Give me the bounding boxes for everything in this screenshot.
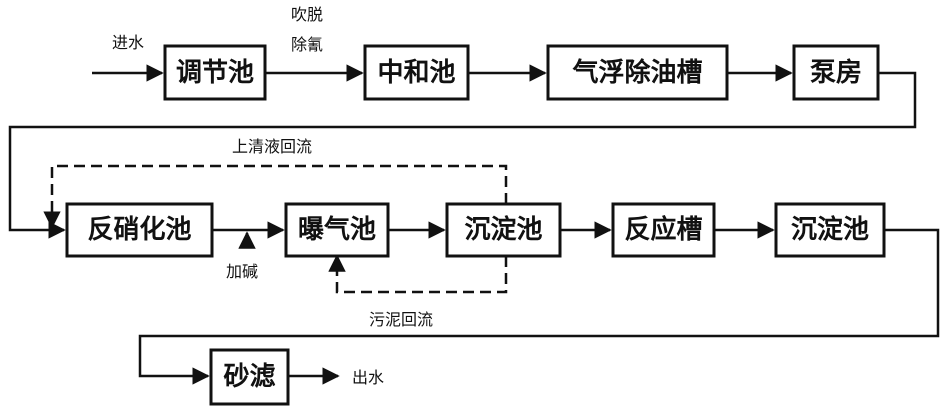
puqi-box: 曝气池	[284, 202, 390, 258]
svg-text:调节池: 调节池	[176, 58, 254, 88]
bengfang-box: 泵房	[792, 44, 880, 101]
outlet-label: 出水	[352, 368, 384, 387]
svg-text:沉淀池: 沉淀池	[791, 214, 869, 245]
zhonghe-box: 中和池	[363, 44, 470, 101]
svg-text:中和池: 中和池	[377, 58, 455, 88]
connector-bengfang-to-fanxiao	[8, 71, 917, 239]
sludge-return-line	[328, 254, 508, 294]
stripping-label-line2: 除氰	[291, 35, 323, 54]
chendian1-box: 沉淀池	[445, 202, 562, 258]
svg-text:砂滤: 砂滤	[223, 362, 275, 392]
supernatant-return-line	[43, 164, 508, 229]
sludge-return-label: 污泥回流	[369, 310, 433, 329]
fanxiao-box: 反硝化池	[65, 202, 214, 258]
fanying-box: 反应槽	[611, 202, 716, 258]
svg-text:泵房: 泵房	[810, 58, 862, 88]
inlet-label: 进水	[112, 33, 144, 52]
tiaojie-box: 调节池	[163, 44, 267, 101]
connector-chendian2-to-shalv	[138, 228, 940, 385]
stripping-label-line1: 吹脱	[291, 5, 323, 24]
svg-text:曝气池: 曝气池	[298, 214, 376, 245]
svg-text:气浮除油槽: 气浮除油槽	[571, 57, 702, 88]
chendian2-box: 沉淀池	[774, 202, 886, 258]
svg-text:反应槽: 反应槽	[624, 214, 702, 245]
shalv-box: 砂滤	[209, 348, 290, 406]
qifu-box: 气浮除油槽	[546, 44, 729, 101]
svg-text:沉淀池: 沉淀池	[464, 214, 542, 245]
supernatant-return-label: 上清液回流	[232, 137, 312, 156]
alkali-label: 加碱	[226, 262, 258, 281]
svg-text:反硝化池: 反硝化池	[87, 215, 191, 245]
